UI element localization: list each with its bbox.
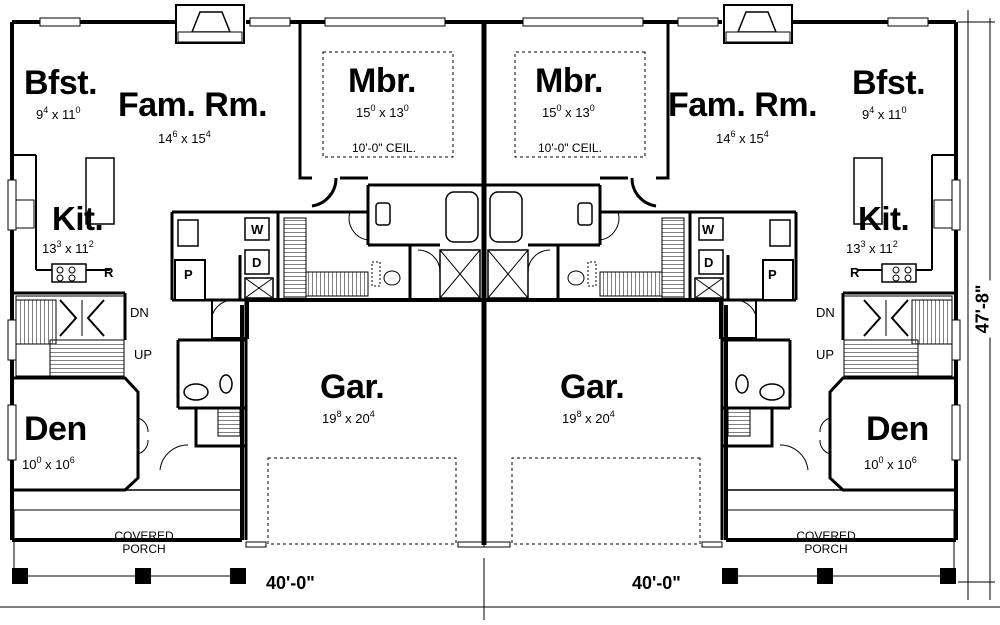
- room-dim-gar-left: 198 x 204: [322, 409, 375, 426]
- room-dim-bfst-right: 94 x 110: [862, 105, 907, 122]
- room-dim-fam-right: 146 x 154: [716, 129, 769, 146]
- stair-dn-label-right: DN: [816, 305, 835, 320]
- room-label-fam-right: Fam. Rm.: [668, 86, 818, 124]
- stair-up-label-right: UP: [816, 347, 835, 362]
- room-dim-den-left: 100 x 106: [22, 455, 75, 472]
- washer-label-left: W: [251, 222, 264, 237]
- pantry-label-right: P: [768, 267, 777, 282]
- room-label-gar-right: Gar.: [560, 368, 625, 406]
- stair-up-label-left: UP: [134, 347, 153, 362]
- room-label-kit-right: Kit.: [858, 200, 910, 237]
- range-label-right: R: [850, 265, 860, 280]
- room-dim-den-right: 100 x 106: [864, 455, 917, 472]
- room-label-mbr-right: Mbr.: [535, 62, 603, 100]
- room-label-gar-left: Gar.: [320, 368, 385, 406]
- unit-left-linework: [7, 4, 485, 584]
- room-dim-kit-left: 133 x 112: [42, 239, 94, 256]
- room-dim-gar-right: 198 x 204: [562, 409, 615, 426]
- room-label-bfst-left: Bfst.: [24, 64, 98, 102]
- dryer-label-right: D: [704, 255, 714, 270]
- room-dim-mbr-left: 150 x 130: [356, 103, 409, 120]
- room-dim-mbr-right: 150 x 130: [542, 103, 595, 120]
- pantry-label-left: P: [184, 267, 193, 282]
- room-label-bfst-right: Bfst.: [852, 64, 926, 102]
- room-dim-fam-left: 146 x 154: [158, 129, 211, 146]
- ceiling-note-left: 10'-0" CEIL.: [352, 141, 416, 155]
- ceiling-note-right: 10'-0" CEIL.: [538, 141, 602, 155]
- room-label-mbr-left: Mbr.: [348, 62, 416, 100]
- stair-dn-label-left: DN: [130, 305, 149, 320]
- room-label-kit-left: Kit.: [52, 200, 104, 237]
- room-dim-kit-right: 133 x 112: [846, 239, 898, 256]
- overall-width-left: 40'-0": [262, 574, 319, 592]
- overall-depth: 47'-8": [972, 280, 992, 338]
- room-label-fam-left: Fam. Rm.: [118, 86, 268, 124]
- room-dim-bfst-left: 94 x 110: [36, 105, 81, 122]
- dryer-label-left: D: [252, 255, 262, 270]
- washer-label-right: W: [702, 222, 715, 237]
- room-label-den-left: Den: [24, 410, 87, 448]
- room-label-den-right: Den: [866, 410, 929, 448]
- range-label-left: R: [104, 265, 114, 280]
- overall-width-right: 40'-0": [628, 574, 685, 592]
